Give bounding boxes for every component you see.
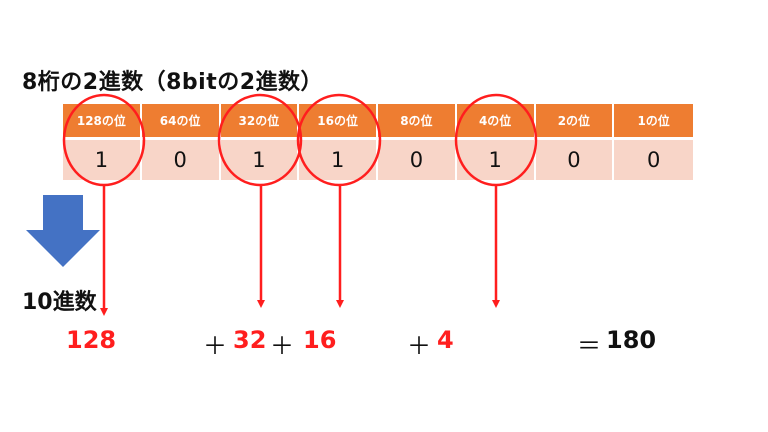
down-arrow-icon [26,195,100,267]
decimal-label: 10進数 [22,290,97,315]
sum-result: 180 [606,326,657,354]
plus-sign: ＋ [407,332,431,360]
sum-term: 16 [303,326,337,354]
page-title: 8桁の2進数（8bitの2進数） [22,70,324,95]
sum-term: 32 [233,326,267,354]
highlight-circle [296,93,382,187]
sum-term: 128 [66,326,117,354]
place-value-header: 4の位 [456,104,536,140]
place-value-header: 64の位 [141,104,221,140]
place-value-header: 1の位 [614,104,693,140]
bit-cell: 0 [614,140,693,180]
place-value-header: 128の位 [63,104,142,140]
highlight-circle [62,93,146,187]
bit-cell: 0 [141,140,221,180]
plus-sign: ＋ [270,332,294,360]
highlight-circle [217,93,303,187]
equals-sign: ＝ [577,332,601,360]
bit-cell: 0 [535,140,615,180]
sum-term: 4 [437,326,454,354]
place-value-header: 2の位 [535,104,615,140]
place-value-header: 8の位 [378,104,457,140]
place-value-header: 32の位 [220,104,300,140]
place-value-header-row: 128の位 64の位 32の位 16の位 8の位 4の位 2の位 1の位 [63,104,693,140]
highlight-circle [454,93,538,187]
plus-sign: ＋ [203,332,227,360]
bit-cell: 0 [378,140,457,180]
place-value-header: 16の位 [299,104,378,140]
binary-table: 128の位 64の位 32の位 16の位 8の位 4の位 2の位 1の位 1 0… [63,104,693,180]
